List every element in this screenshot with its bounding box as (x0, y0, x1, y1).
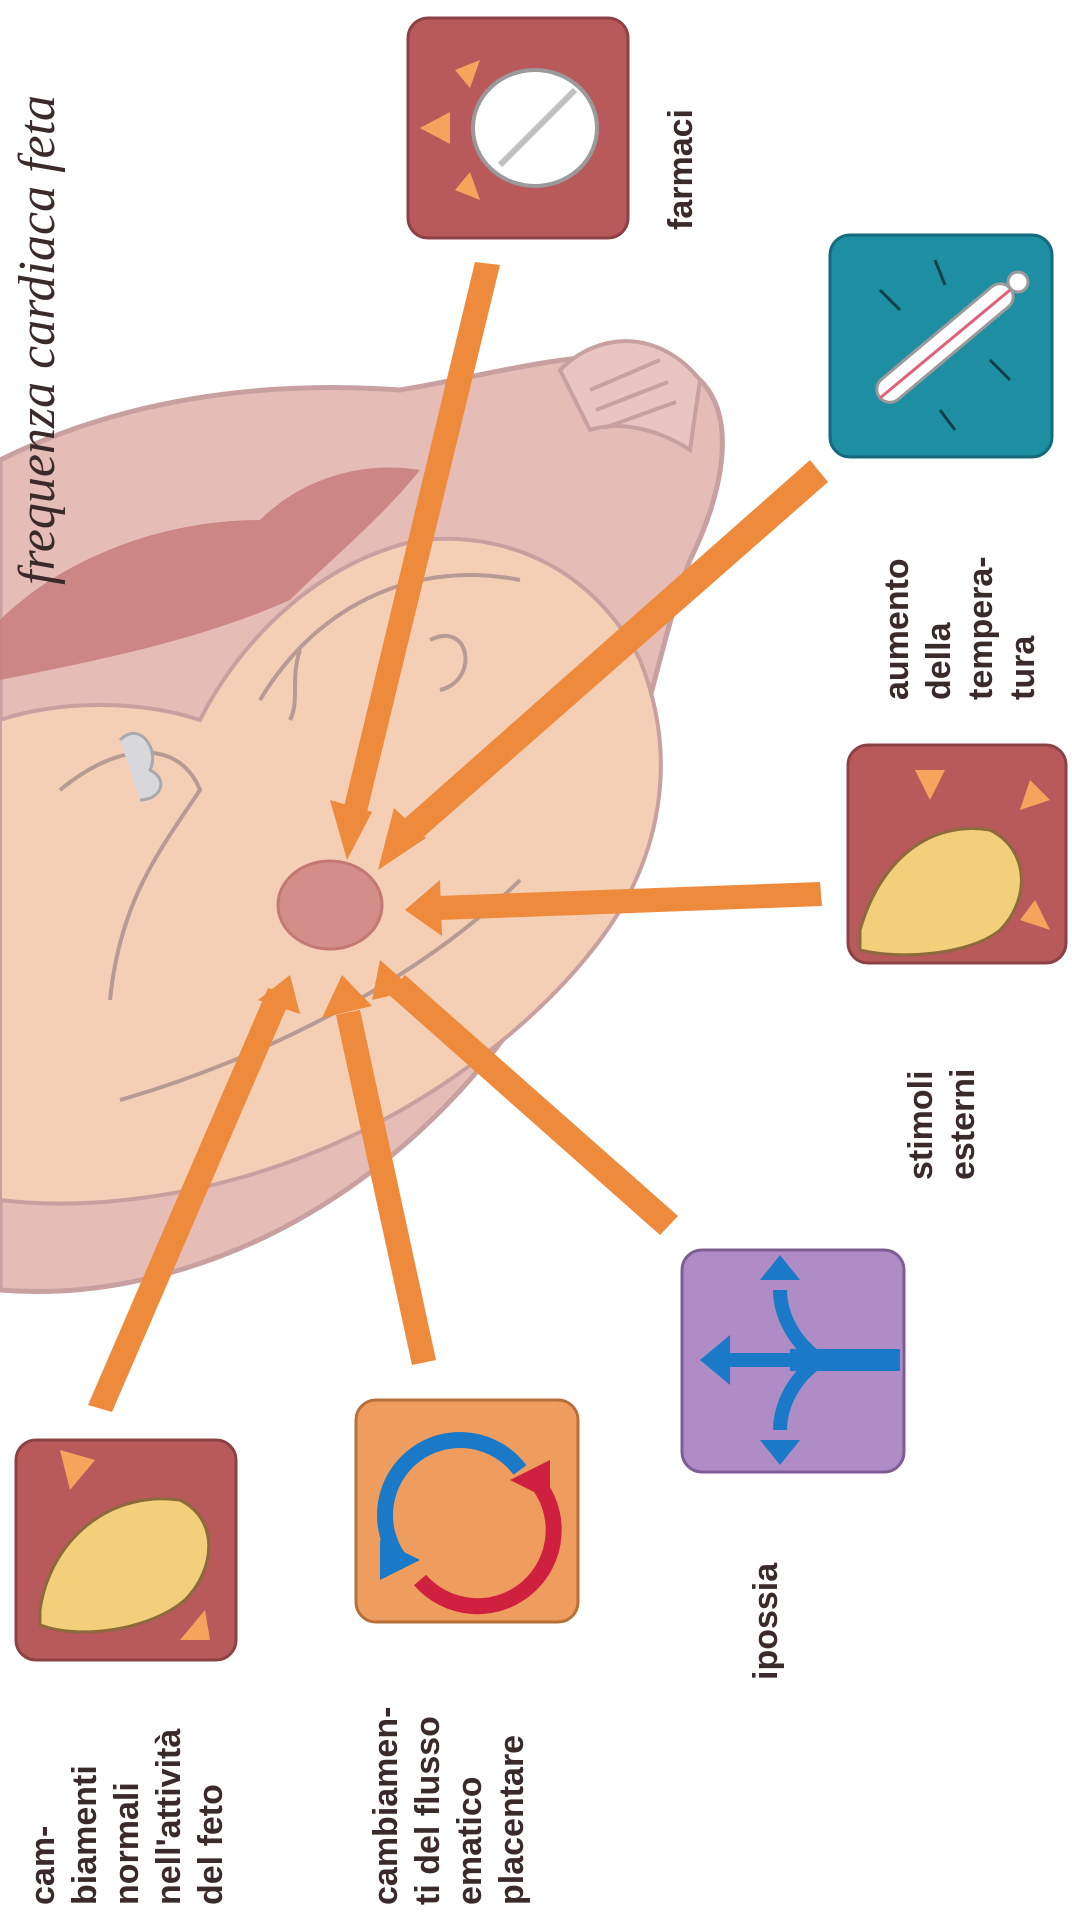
label-line: placentare (491, 1707, 533, 1905)
label-line: ematico (449, 1707, 491, 1905)
label-attivita: cam- biamenti normali nell'attività del … (22, 1729, 232, 1905)
label-stimoli: stimoli esterni (900, 1069, 984, 1181)
label-line: aumento (876, 556, 918, 700)
branching-arrow-icon (682, 1250, 904, 1472)
label-line: esterni (942, 1069, 984, 1181)
label-line: stimoli (900, 1069, 942, 1181)
label-line: tura (1002, 556, 1044, 700)
label-line: tempera- (960, 556, 1002, 700)
label-line: cam- (22, 1729, 64, 1905)
label-line: farmaci (660, 109, 702, 230)
label-line: ti del flusso (407, 1707, 449, 1905)
label-temperatura: aumento della tempera- tura (876, 556, 1044, 700)
label-line: biamenti (64, 1729, 106, 1905)
fetus-stimuli-icon (848, 745, 1066, 963)
label-line: del feto (190, 1729, 232, 1905)
label-line: cambiamen- (365, 1707, 407, 1905)
pill-icon (408, 18, 628, 238)
fetus-activity-icon (16, 1440, 236, 1660)
diagram-title: frequenza cardiaca feta (8, 95, 67, 585)
label-line: nell'attività (148, 1729, 190, 1905)
circular-arrows-icon (356, 1400, 578, 1622)
label-ipossia: ipossia (745, 1563, 787, 1680)
label-farmaci: farmaci (660, 109, 702, 230)
label-flusso: cambiamen- ti del flusso ematico placent… (365, 1707, 533, 1905)
label-line: ipossia (745, 1563, 787, 1680)
label-line: normali (106, 1729, 148, 1905)
fetal-heart (278, 861, 382, 949)
thermometer-icon (830, 235, 1052, 457)
label-line: della (918, 556, 960, 700)
